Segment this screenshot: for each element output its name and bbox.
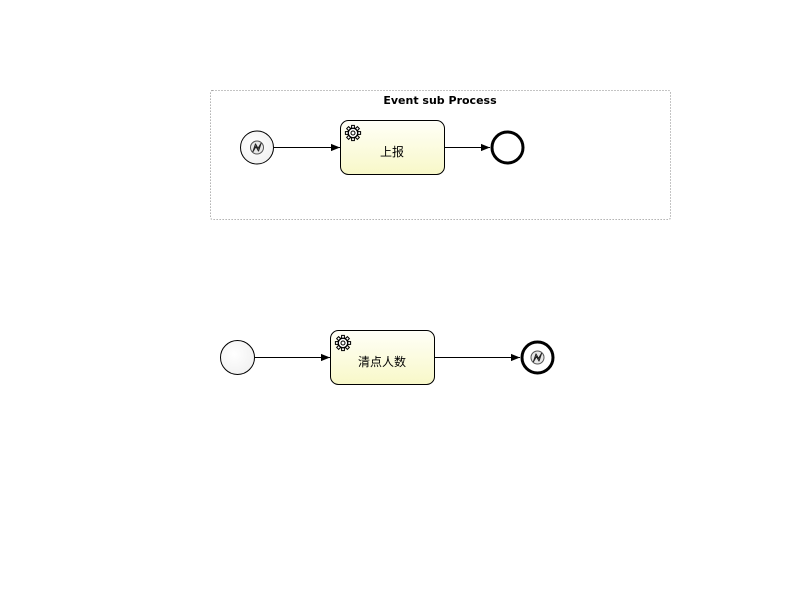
task-report[interactable]: 上报 (340, 120, 445, 175)
main-end-event[interactable] (520, 340, 555, 375)
event-subprocess[interactable]: Event sub Process 上报 (210, 90, 671, 220)
task-label: 上报 (380, 144, 404, 159)
task-label: 清点人数 (358, 354, 406, 369)
subprocess-end-event[interactable] (490, 130, 525, 165)
main-start-event[interactable] (220, 340, 255, 375)
task-count-people[interactable]: 清点人数 (330, 330, 435, 385)
end-event-icon (490, 130, 525, 165)
error-end-event-icon (530, 350, 545, 365)
gear-icon (334, 334, 352, 352)
main-process: 清点人数 (220, 330, 555, 385)
subprocess-title: Event sub Process (383, 94, 497, 107)
subprocess-start-event[interactable] (240, 130, 274, 165)
gear-icon (344, 124, 362, 142)
start-event-icon (220, 340, 255, 375)
error-event-icon (249, 140, 265, 155)
subprocess-border (210, 90, 671, 220)
